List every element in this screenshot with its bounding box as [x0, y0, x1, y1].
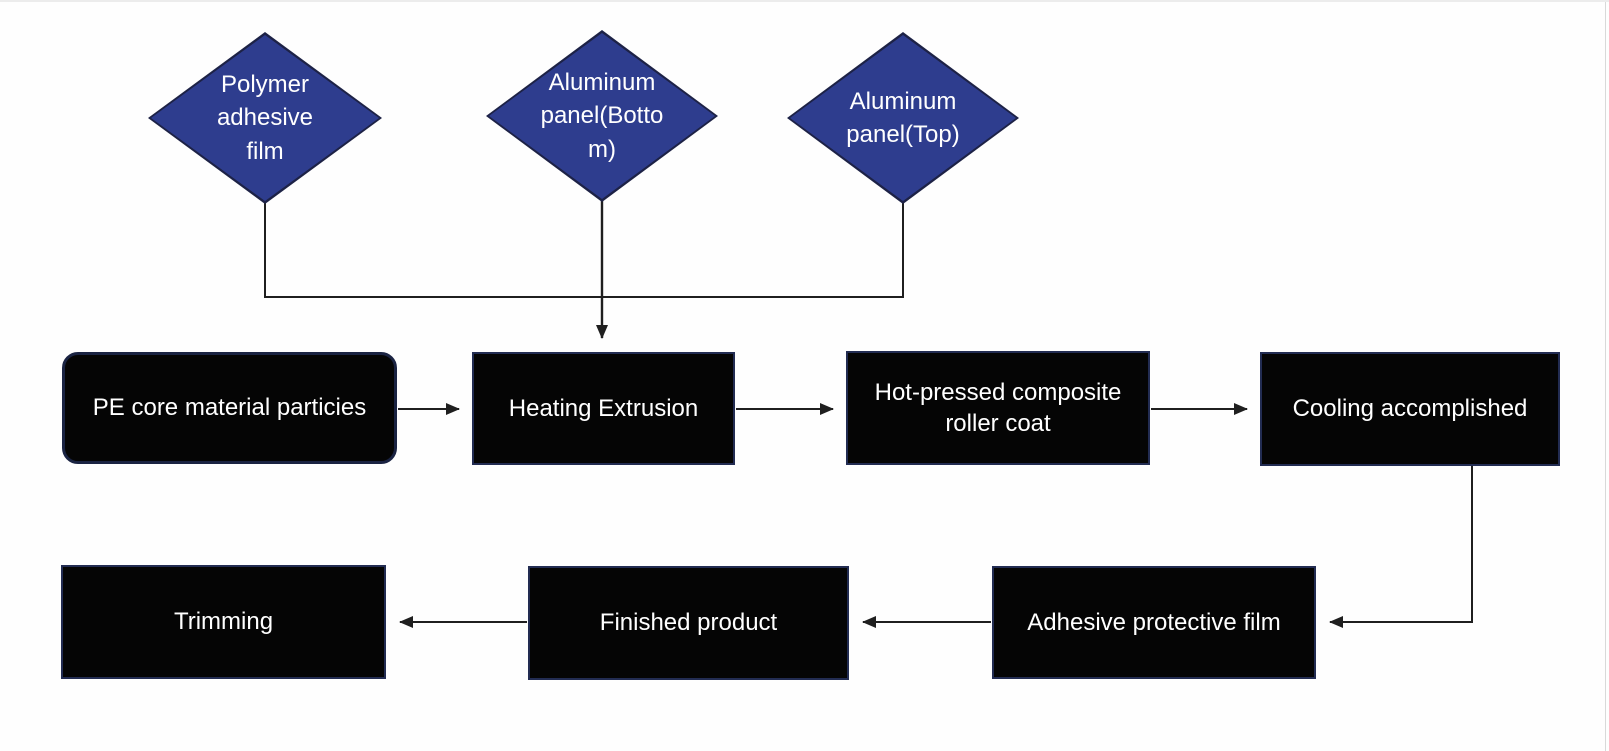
- node-adhesive-protective-film: Adhesive protective film: [992, 566, 1316, 679]
- node-hot-pressed-composite-roller-coat: Hot-pressed composite roller coat: [846, 351, 1150, 465]
- node-aluminum-panel-bottom: Aluminum panel(Botto m): [486, 30, 718, 202]
- node-label: Aluminum panel(Top): [846, 87, 960, 148]
- node-aluminum-panel-top: Aluminum panel(Top): [787, 32, 1019, 204]
- node-pe-core-material-particies: PE core material particies: [62, 352, 397, 464]
- node-finished-product: Finished product: [528, 566, 849, 680]
- node-label: Aluminum panel(Botto m): [540, 69, 664, 163]
- screen-edge-divider: [1605, 2, 1606, 751]
- node-heating-extrusion: Heating Extrusion: [472, 352, 735, 465]
- node-trimming: Trimming: [61, 565, 386, 679]
- node-label: Polymer adhesive film: [216, 71, 314, 165]
- node-cooling-accomplished: Cooling accomplished: [1260, 352, 1560, 466]
- edge-cooling-to-adhesive: [1329, 466, 1473, 628]
- node-polymer-adhesive-film: Polymer adhesive film: [148, 32, 382, 204]
